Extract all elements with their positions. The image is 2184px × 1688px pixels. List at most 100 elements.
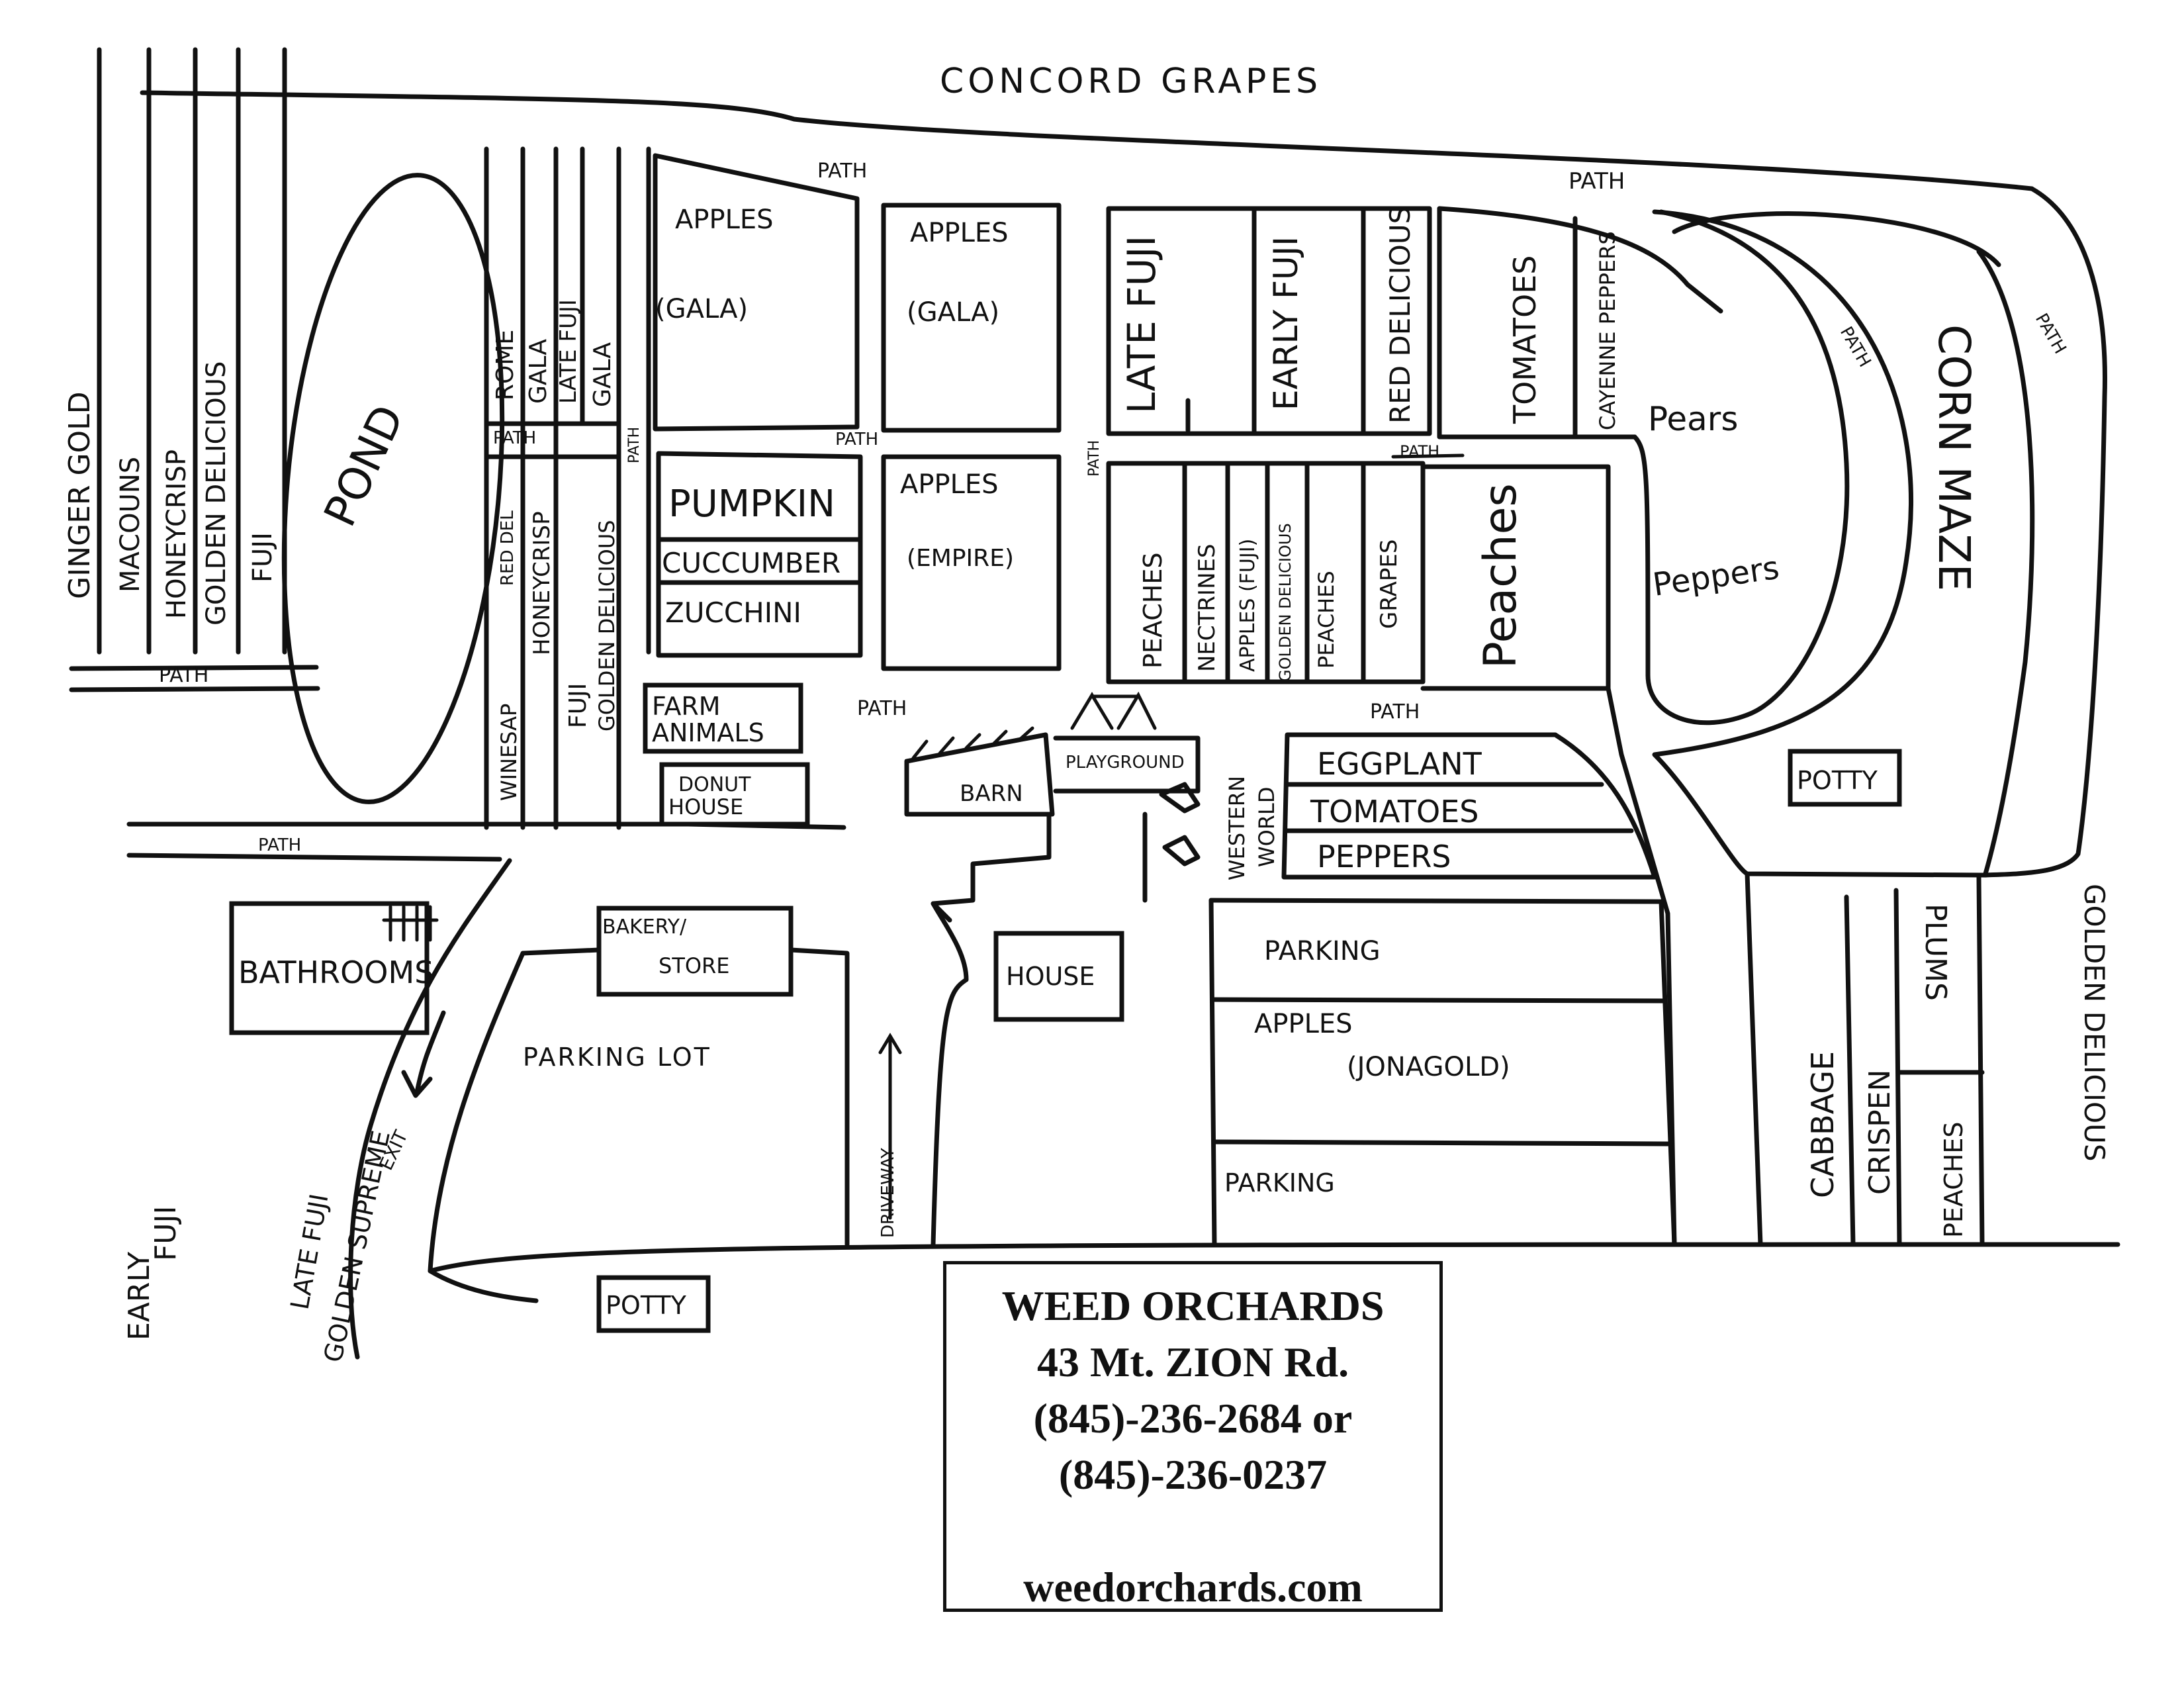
fuji-left-label: FUJI [248,532,278,583]
cucumber-label: CUCCUMBER [662,547,841,579]
peaches-label: PEACHES [1138,553,1167,669]
path-label: PATH [2031,310,2070,357]
orchard-phone-1: (845)-236-2684 or [1033,1395,1353,1442]
orchard-phone-2: (845)-236-0237 [1058,1451,1328,1498]
late-fuji-label: LATE FUJI [555,299,582,404]
pond [281,173,505,804]
nectarines-label: NECTRINES [1194,543,1220,672]
winesap-label: WINESAP [496,704,522,801]
tomatoes-mid-label: TOMATOES [1310,794,1479,829]
map-labels: CONCORD GRAPES PATH PATH PATH PATH PATH … [63,62,2111,1365]
empire-label: (EMPIRE) [907,545,1014,572]
parking-label: PARKING [1264,936,1381,966]
grapes-label: GRAPES [1376,539,1402,629]
late-fuji-field-label: LATE FUJI [1119,236,1164,414]
farm-animals-label: FARM [652,692,721,721]
path-label: PATH [1086,440,1103,477]
zucchini-label: ZUCCHINI [665,596,801,629]
ginger-gold-label: GINGER GOLD [63,391,97,599]
corn-maze-label: CORN MAZE [1929,324,1979,591]
spacer [946,1503,1439,1559]
farm-animals-label: ANIMALS [652,718,764,747]
gala-label: GALA [589,342,616,407]
red-delicious-label: RED DELICIOUS [1384,207,1416,424]
path-label: PATH [1370,700,1420,724]
golden-delicious-right-label: GOLDEN DELICIOUS [2078,884,2111,1162]
red-del-label: RED DEL [498,510,518,586]
apples-fuji-label: APPLES (FUJI) [1236,539,1259,672]
pumpkin-label: PUMPKIN [668,483,835,526]
western-world-label: WESTERN [1224,776,1250,880]
donut-house-label: HOUSE [668,794,743,820]
potty-bottom [596,1275,711,1333]
apples-gala-label: APPLES [910,218,1009,248]
fuji-mid-label: FUJI [565,683,592,728]
golden-delicious-left-label: GOLDEN DELICIOUS [201,361,232,626]
pears-label: Pears [1648,400,1738,438]
tomatoes-label: TOMATOES [1507,256,1543,424]
eggplant-label: EGGPLANT [1317,746,1482,782]
cabbage-label: CABBAGE [1805,1051,1841,1198]
gala-label: GALA [525,339,552,404]
farm-house [993,931,1124,1022]
peaches-right-label: PEACHES [1939,1122,1968,1239]
orchard-website[interactable]: weedorchards.com [1023,1564,1363,1611]
parking-lot-label: PARKING LOT [523,1043,711,1072]
orchard-info-box: WEED ORCHARDS 43 Mt. ZION Rd. (845)-236-… [943,1261,1443,1612]
farm-animals [643,682,803,754]
crispen-label: CRISPEN [1863,1070,1897,1195]
barn [904,732,1055,817]
western-world-label: WORLD [1254,786,1279,867]
concord-grapes-label: CONCORD GRAPES [940,62,1322,101]
house-label: HOUSE [1006,962,1095,991]
bathrooms [229,901,430,1035]
peppers-mid-label: PEPPERS [1317,839,1451,874]
barn-label: BARN [960,780,1023,807]
bathrooms-label: BATHROOMS [238,955,433,990]
gala-variety-label: (GALA) [655,294,748,324]
pond-label: POND [314,397,414,534]
parking-label: PARKING [1224,1168,1335,1197]
late-fuji-road-label: LATE FUJI [285,1192,334,1311]
potty-label: POTTY [606,1291,687,1320]
playground [1053,735,1201,794]
potty-label: POTTY [1797,766,1878,795]
donut-house [659,762,810,827]
bakery-store-label: BAKERY/ [602,915,687,939]
path-label: PATH [817,160,867,183]
playground-label: PLAYGROUND [1066,753,1185,773]
orchard-name: WEED ORCHARDS [1001,1282,1385,1329]
honeycrisp-mid-label: HONEYCRISP [529,511,555,655]
golden-delicious-small-label: GOLDEN DELICIOUS [1276,523,1295,682]
map-lines [69,47,2120,1360]
apples-gala-label: APPLES [675,205,774,235]
path-label: PATH [493,428,536,448]
rome-label: ROME [492,330,519,400]
bakery-store-label: STORE [659,953,730,978]
bakery-store [596,906,794,997]
donut-house-label: DONUT [678,773,751,796]
macouns-label: MACOUNS [115,457,146,592]
peaches-big-label: Peaches [1475,483,1527,669]
path-label: PATH [159,664,208,687]
path-label: PATH [857,697,907,720]
early-fuji-label: EARLY [122,1252,156,1340]
path-label: PATH [1836,324,1875,371]
jonagold-label: (JONAGOLD) [1347,1052,1510,1082]
path-label: PATH [1569,168,1625,195]
early-fuji-label: FUJI [149,1206,183,1261]
peaches-label: PEACHES [1314,571,1339,669]
orchard-address: 43 Mt. ZION Rd. [1036,1338,1349,1385]
path-label: PATH [835,430,878,449]
path-label: PATH [258,835,301,855]
potty-right [1788,749,1902,807]
driveway-label: DRIVEWAY [878,1148,898,1238]
early-fuji-field-label: EARLY FUJI [1267,236,1305,410]
gala-variety-label: (GALA) [907,297,999,328]
path-label: PATH [1400,442,1439,461]
path-label: PATH [626,427,643,463]
peppers-label: Peppers [1651,549,1782,604]
apples-jonagold-label: APPLES [1254,1009,1353,1039]
honeycrisp-left-label: HONEYCRISP [161,449,192,619]
